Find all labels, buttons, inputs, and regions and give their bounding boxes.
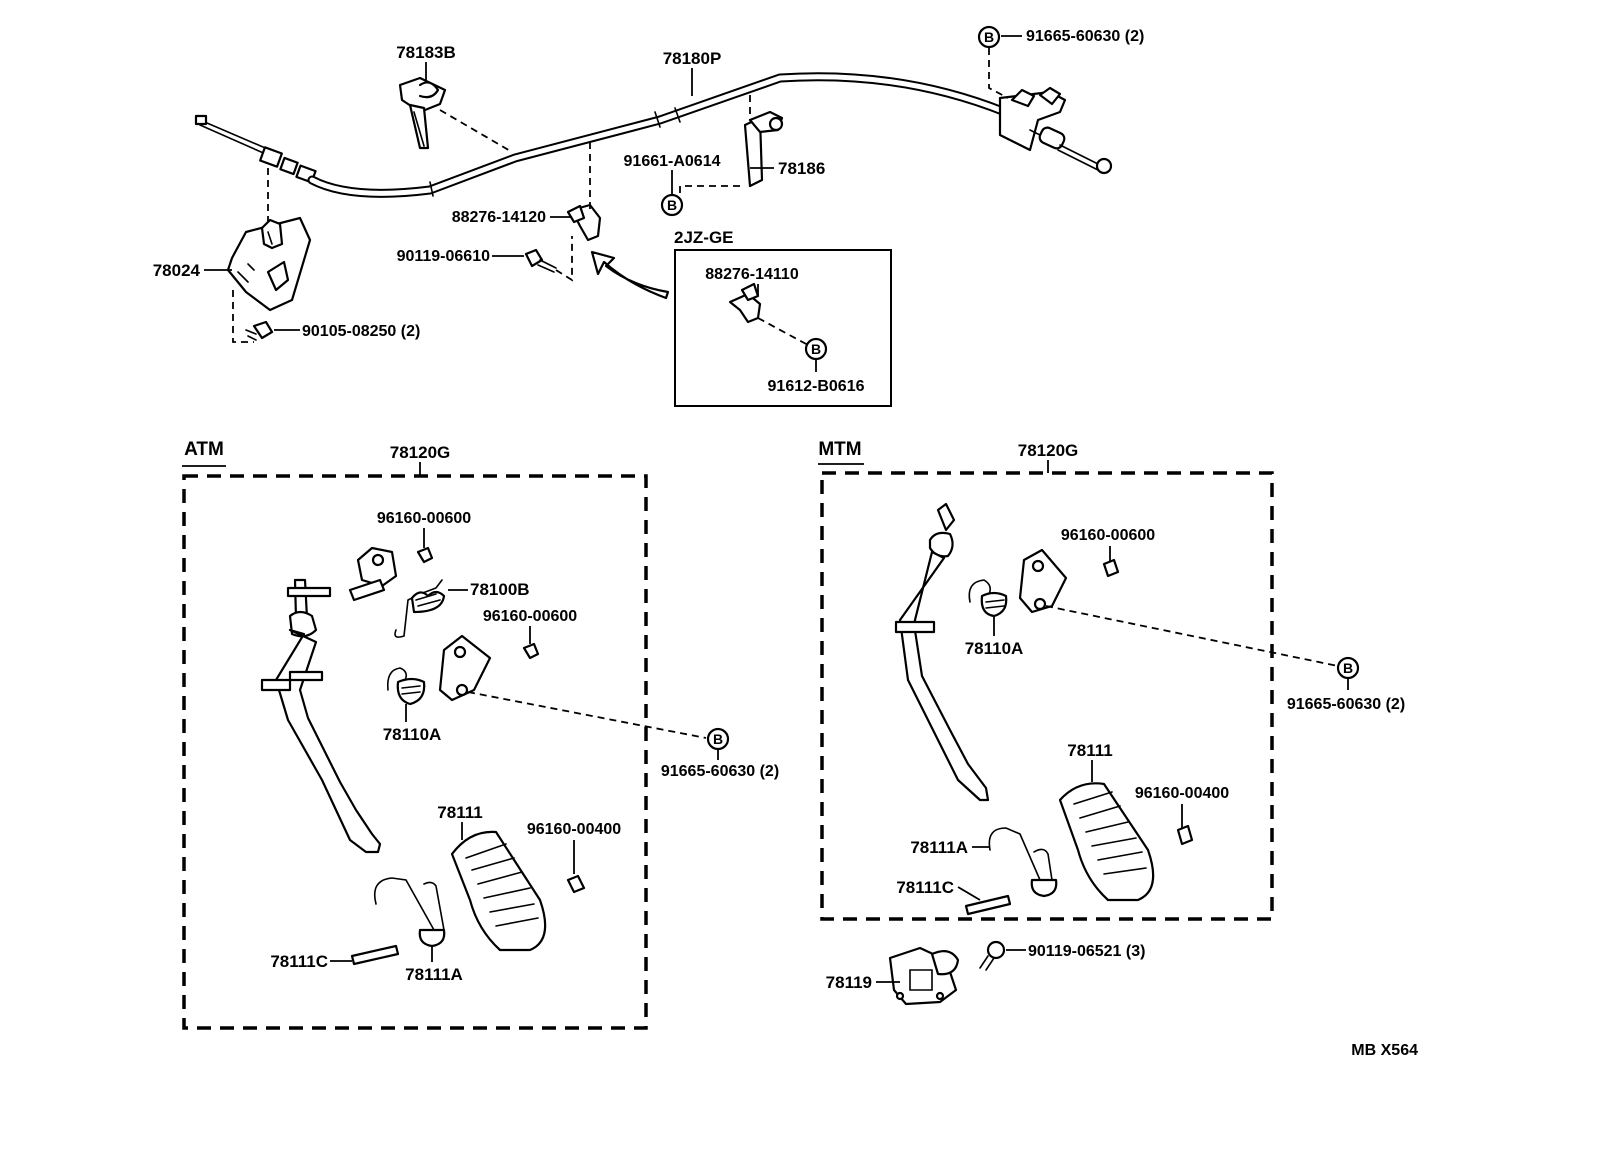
mtm-label-78110A: 78110A [965,639,1024,658]
label-78119: 78119 [826,973,872,992]
bracket-78024 [226,216,312,312]
atm-label-78110A: 78110A [383,725,442,744]
inset-title: 2JZ-GE [674,228,734,247]
atm-spring-78111A [373,877,446,948]
label-90119-06610: 90119-06610 [397,248,491,265]
bolt-90119-06521 [979,940,1006,971]
label-88276-14110: 88276-14110 [705,266,799,283]
mtm-label-78111C: 78111C [896,878,954,897]
top-dashed-leaders [232,48,1009,343]
atm-pedal-pad-78111 [450,830,547,952]
bolt-90105-08250 [245,320,274,341]
atm-pedal-arm [260,578,382,854]
cable-clip-88276-14120 [566,203,602,242]
mtm-label-96160-00400: 96160-00400 [1135,785,1229,802]
accelerator-cable-assembly [194,72,1113,198]
svg-text:B: B [1343,660,1353,676]
mtm-pedal-pad-78111 [1058,782,1155,902]
part-labels: 78183B 78180P 91665-60630 (2) 91661-A061… [153,28,1418,1059]
atm-label-78100B: 78100B [470,580,530,599]
mtm-pin-78111C [964,894,1012,916]
label-90105: 90105-08250 (2) [302,323,420,340]
mtm-label-78111A: 78111A [910,838,968,857]
label-90119-06521: 90119-06521 (3) [1028,943,1145,960]
mtm-label-78120G: 78120G [1018,441,1079,460]
label-78183B: 78183B [396,43,456,62]
bolt-90119-06610 [524,248,557,273]
atm-label-96160-00600-a: 96160-00600 [377,510,471,527]
mtm-clip-96160-00600 [1102,558,1120,578]
cable-clamp-78183B [398,76,447,150]
atm-spring-78100B [394,579,446,638]
atm-label-96160-00400: 96160-00400 [527,821,621,838]
mtm-title: MTM [818,439,861,460]
label-88276-14120: 88276-14120 [452,209,546,226]
svg-text:B: B [811,341,821,357]
atm-pin-78111C [350,944,400,966]
atm-clip-96160-00400 [566,874,586,894]
mtm-label-96160-00600: 96160-00600 [1061,527,1155,544]
label-91661: 91661-A0614 [624,153,721,170]
mtm-label-91665: 91665-60630 (2) [1287,696,1405,713]
diagram-code: MB X564 [1351,1042,1418,1059]
svg-text:B: B [713,731,723,747]
atm-label-96160-00600-b: 96160-00600 [483,608,577,625]
atm-label-78120G: 78120G [390,443,451,462]
mtm-label-78111: 78111 [1067,741,1112,760]
bolt-marker-b-atm: B [706,727,730,751]
bolt-marker-b-top: B [977,25,1001,49]
atm-spring-78110A [386,667,426,706]
label-91665-top: 91665-60630 (2) [1026,28,1144,45]
label-78186: 78186 [778,159,825,178]
atm-lever-plate [438,634,492,702]
inset-2jz-ge [590,249,892,407]
mtm-section [818,460,1339,921]
bracket-78119 [888,946,960,1006]
atm-label-78111: 78111 [437,803,482,822]
bolt-marker-b-inset: B [804,337,828,361]
label-78024: 78024 [153,261,201,280]
svg-text:B: B [667,197,677,213]
label-78180P: 78180P [663,49,722,68]
leader-lines [204,35,1349,983]
atm-clip-96160-00600 [416,546,540,660]
bolt-marker-b-91661: B [660,193,684,217]
cable-bracket-78186 [743,110,784,188]
mtm-lever-plate [1018,548,1068,614]
label-91612: 91612-B0616 [768,378,865,395]
atm-label-78111A: 78111A [405,965,463,984]
mtm-spring-78110A [968,579,1008,618]
atm-upper-bracket [348,546,398,602]
atm-section [182,462,707,1030]
atm-label-91665: 91665-60630 (2) [661,763,779,780]
atm-label-78111C: 78111C [270,952,328,971]
atm-title: ATM [184,439,224,460]
svg-text:B: B [984,29,994,45]
mtm-pedal-arm [894,502,990,802]
bolt-marker-b-mtm: B [1336,656,1360,680]
mtm-clip-96160-00400 [1176,824,1194,846]
mtm-spring-78111A [988,827,1058,898]
